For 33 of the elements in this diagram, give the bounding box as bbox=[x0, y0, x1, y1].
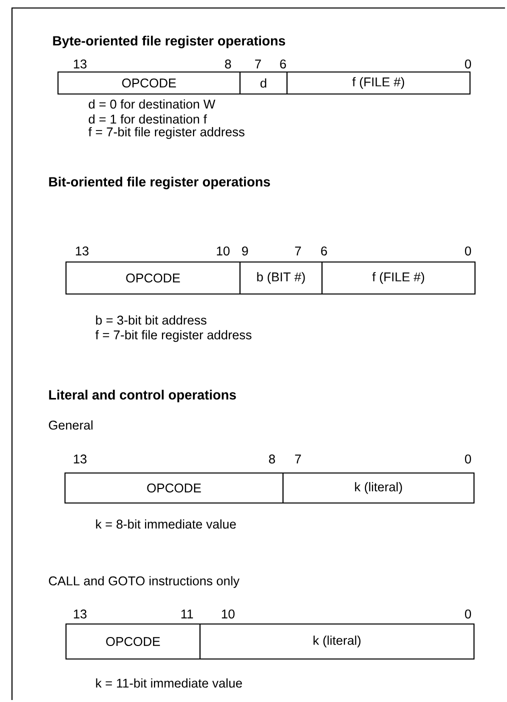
bit-number: 7 bbox=[295, 246, 301, 256]
bit-number: 6 bbox=[280, 60, 286, 68]
bit-number: 7 bbox=[255, 60, 261, 68]
note-text: d = 1 for destination f bbox=[88, 114, 207, 124]
bit-field: OPCODE bbox=[57, 71, 241, 95]
bit-number: 10 bbox=[216, 246, 230, 256]
bit-number: 7 bbox=[295, 454, 301, 464]
section-heading: Byte-oriented file register operations bbox=[53, 36, 286, 48]
bit-number: 6 bbox=[321, 246, 327, 256]
bit-field: k (literal) bbox=[199, 623, 475, 660]
note-text: k = 11-bit immediate value bbox=[96, 678, 242, 688]
bit-field: b (BIT #) bbox=[239, 261, 323, 295]
bit-field: OPCODE bbox=[65, 623, 201, 660]
bit-number: 9 bbox=[242, 246, 248, 256]
note-text: k = 8-bit immediate value bbox=[96, 519, 236, 529]
bit-field: d bbox=[239, 71, 288, 95]
bit-field: f (FILE #) bbox=[286, 71, 471, 95]
bit-field: OPCODE bbox=[64, 472, 284, 504]
bit-field: k (literal) bbox=[282, 472, 475, 504]
bit-number: 10 bbox=[222, 610, 235, 618]
bit-field: OPCODE bbox=[65, 261, 241, 295]
note-text: General bbox=[48, 420, 92, 430]
section-heading: Bit-oriented file register operations bbox=[49, 176, 270, 190]
note-text: d = 0 for destination W bbox=[88, 99, 216, 109]
bit-number: 8 bbox=[269, 454, 275, 464]
note-text: CALL and GOTO instructions only bbox=[48, 576, 240, 588]
bit-number: 11 bbox=[181, 610, 193, 618]
bit-number: 8 bbox=[225, 60, 231, 68]
section-heading: Literal and control operations bbox=[49, 390, 236, 402]
note-text: f = 7-bit file register address bbox=[88, 127, 244, 139]
note-text: b = 3-bit bit address bbox=[96, 315, 206, 325]
bit-field: f (FILE #) bbox=[321, 261, 476, 295]
note-text: f = 7-bit file register address bbox=[95, 330, 252, 342]
